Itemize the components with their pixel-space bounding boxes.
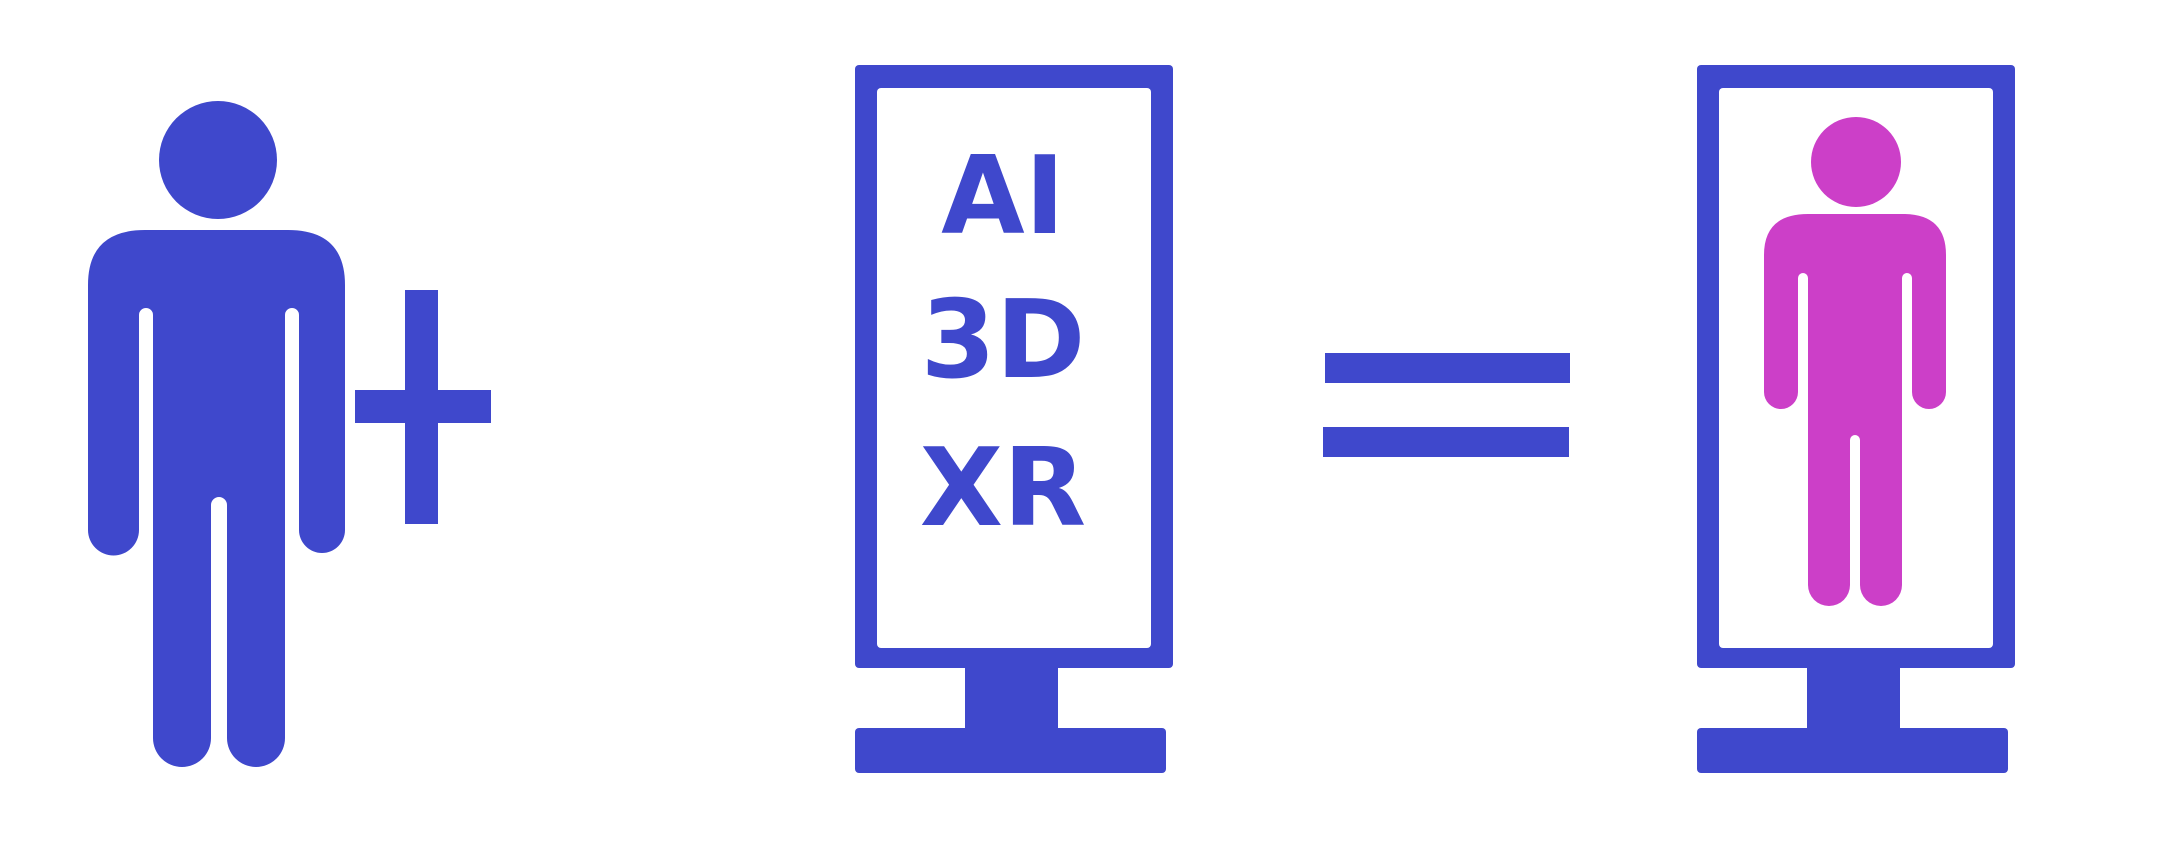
person-icon	[88, 101, 345, 767]
plus-icon	[355, 290, 491, 524]
kiosk-with-person	[1697, 65, 2015, 773]
person-icon-highlighted	[1764, 117, 1946, 606]
kiosk-text-3d: 3D	[921, 278, 1086, 403]
equals-icon	[1323, 353, 1570, 457]
kiosk-text-xr: XR	[920, 426, 1086, 551]
kiosk-text-ai: AI	[941, 134, 1065, 259]
kiosk-display: AI 3D XR	[855, 65, 1173, 773]
